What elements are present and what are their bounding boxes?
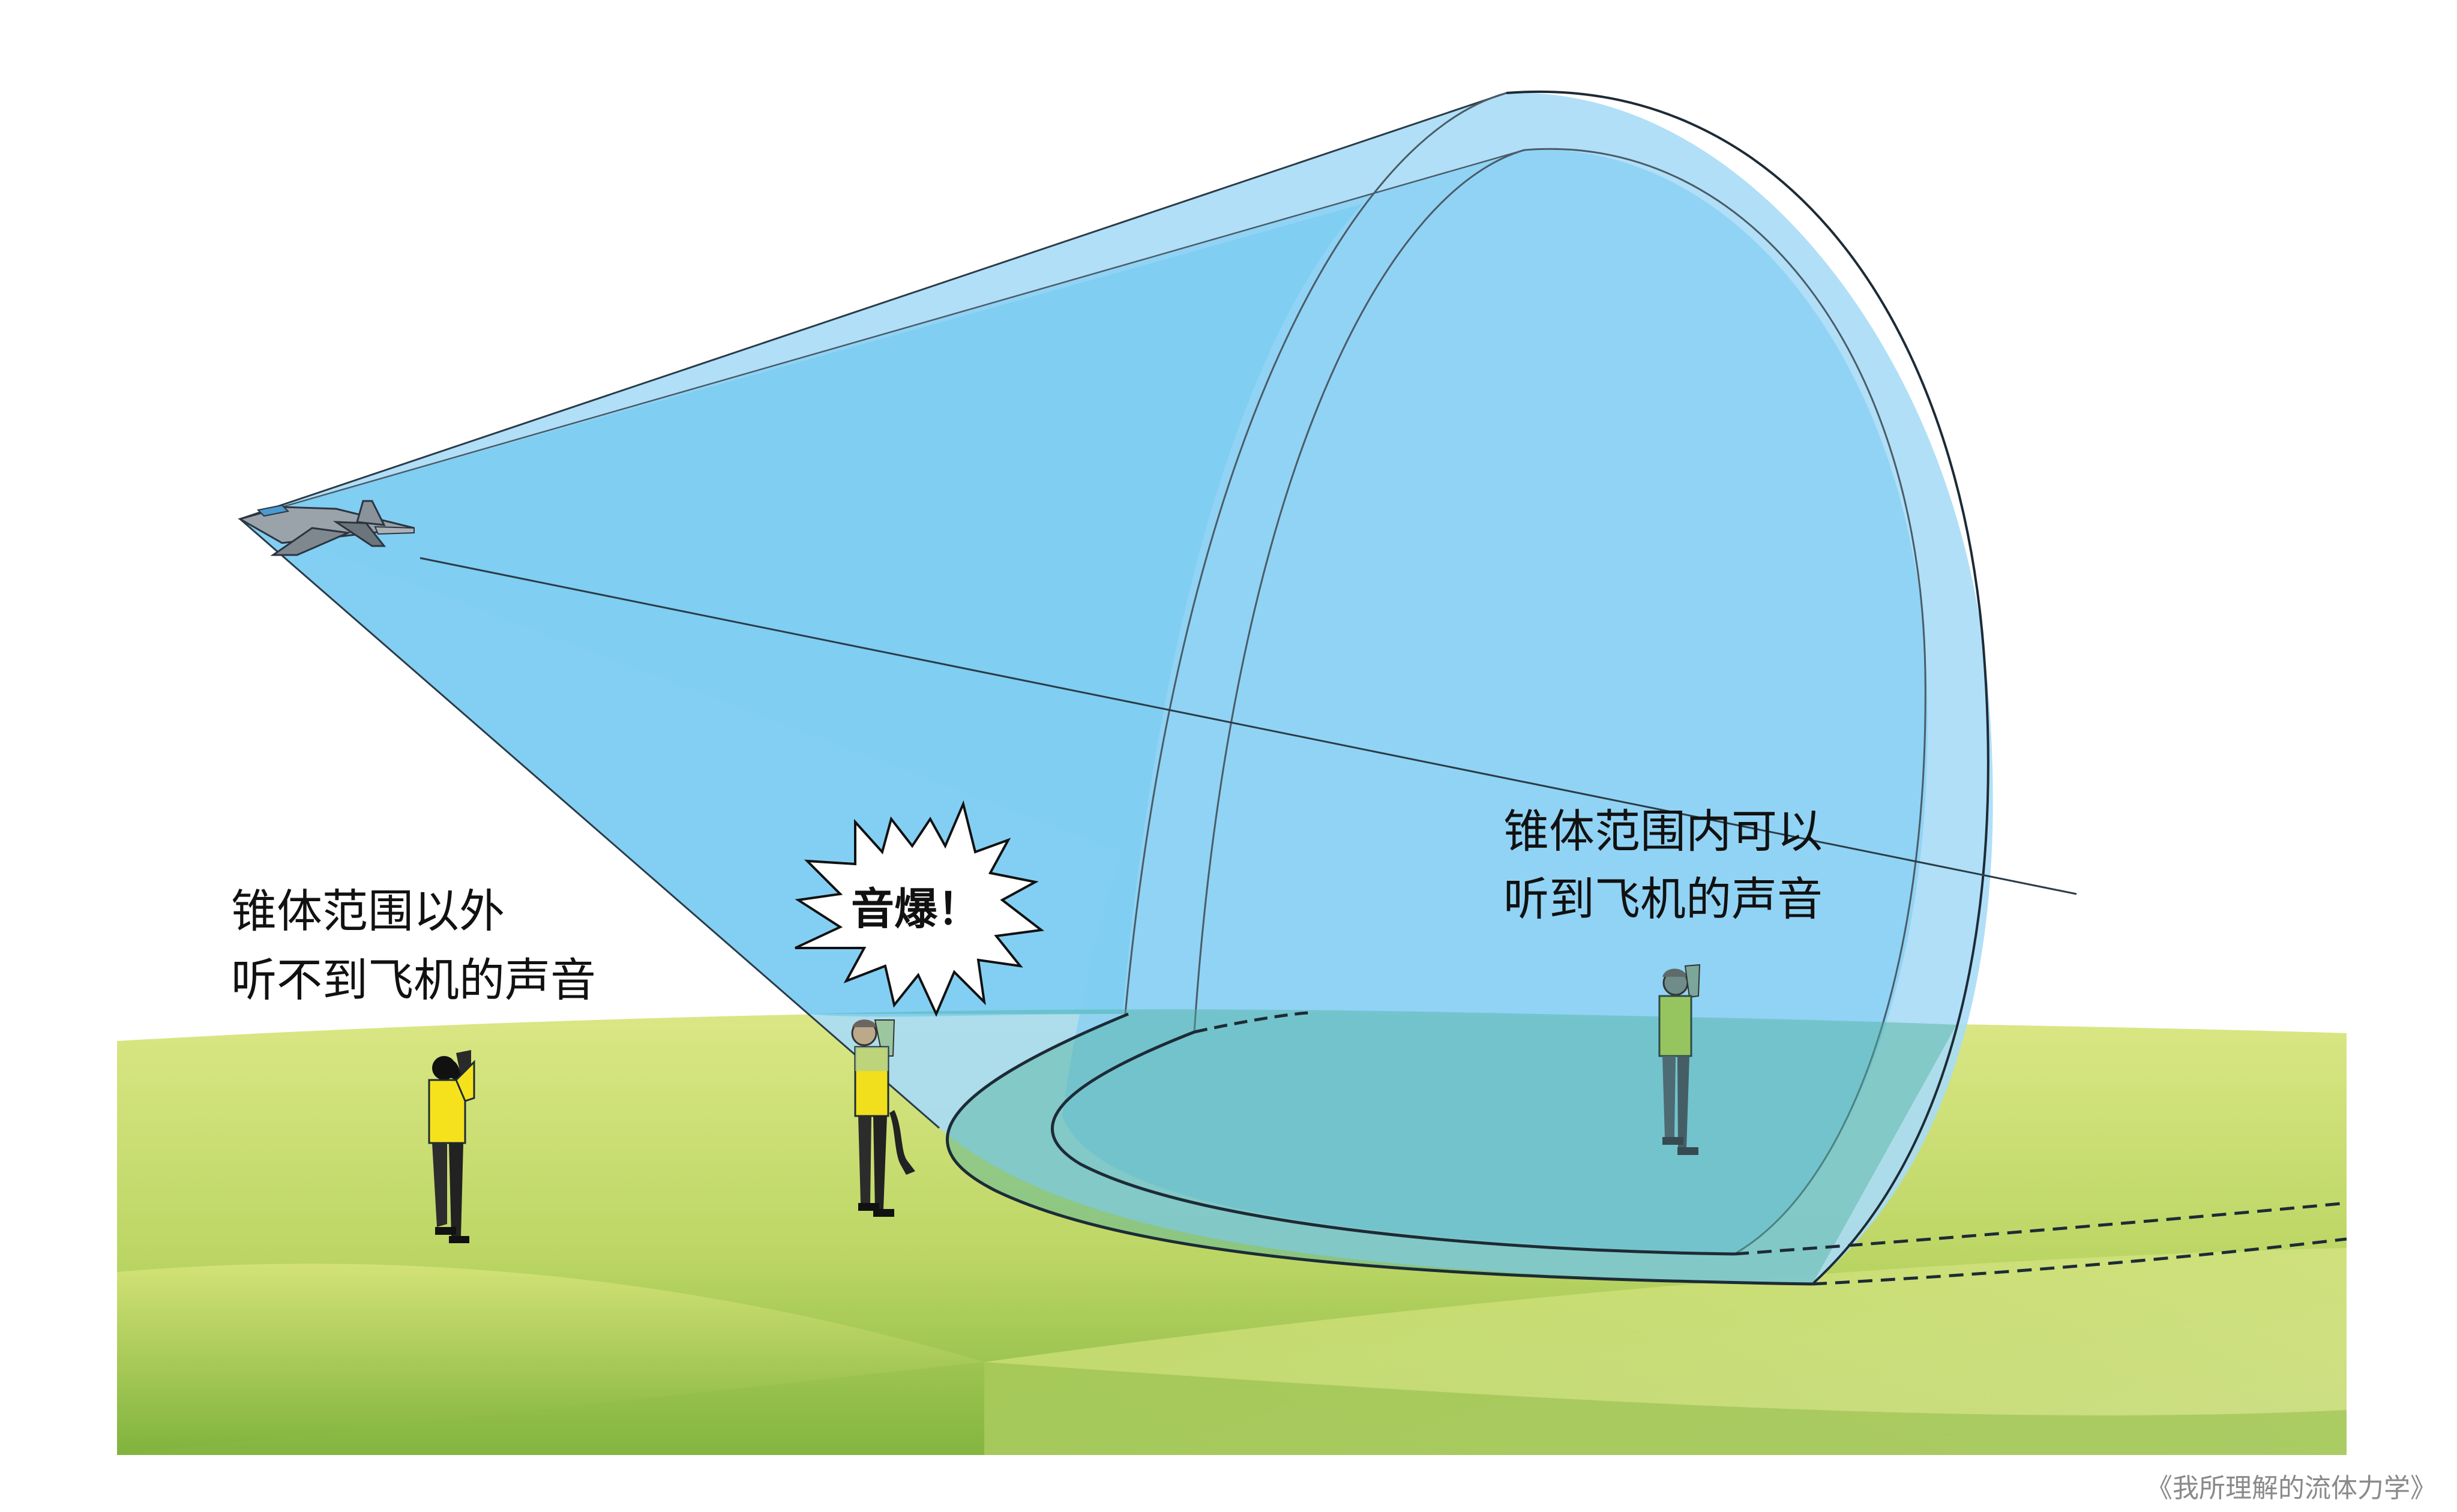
boom-label: 音爆！ xyxy=(851,884,981,934)
outside-label-line2: 听不到飞机的声音 xyxy=(231,953,596,1007)
inside-label-line1: 锥体范围内可以 xyxy=(1503,805,1823,858)
source-credit: 《我所理解的流体力学》 xyxy=(2146,1473,2437,1504)
jet-fighter-icon xyxy=(238,500,415,556)
observer-outside xyxy=(428,1050,475,1243)
explosion-burst-icon xyxy=(795,800,1045,1017)
inside-label-line2: 听到飞机的声音 xyxy=(1503,872,1823,926)
outside-label-line1: 锥体范围以外 xyxy=(231,884,505,938)
outside-label: 锥体范围以外 听不到飞机的声音 xyxy=(231,884,596,1007)
inside-label: 锥体范围内可以 听到飞机的声音 xyxy=(1503,805,1823,926)
observer-inside xyxy=(1658,964,1701,1155)
observer-at-edge xyxy=(851,1019,915,1217)
shock-cone xyxy=(239,91,2077,1285)
